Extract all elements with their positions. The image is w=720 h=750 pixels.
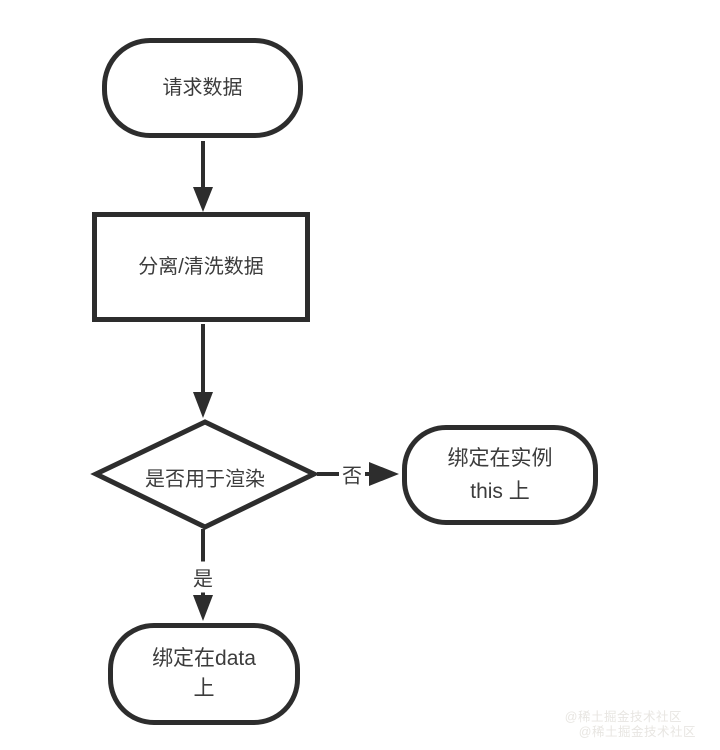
- decision-diamond-shape: [90, 419, 320, 530]
- watermark-line-1: @稀土掘金技术社区: [564, 710, 682, 724]
- edge-label-no: 否: [339, 458, 365, 490]
- node-clean-data-label: 分离/清洗数据: [138, 255, 264, 278]
- arrow-down-icon: [193, 187, 213, 212]
- edge-label-yes: 是: [190, 561, 216, 593]
- node-bind-this-label: 绑定在实例 this 上: [447, 446, 553, 503]
- node-request-data-label: 请求数据: [162, 76, 243, 99]
- watermark-line-2: @稀土掘金技术社区: [578, 725, 696, 739]
- node-bind-data: 绑定在data 上: [108, 623, 300, 725]
- node-bind-this: 绑定在实例 this 上: [402, 425, 598, 525]
- edge-clean-to-decision: [193, 324, 213, 418]
- node-request-data: 请求数据: [102, 38, 303, 138]
- arrow-right-icon: [369, 462, 399, 486]
- node-bind-data-label: 绑定在data 上: [152, 646, 256, 700]
- edge-request-to-clean: [193, 141, 213, 212]
- arrow-down-icon: [193, 392, 213, 418]
- node-clean-data: 分离/清洗数据: [92, 212, 310, 322]
- arrow-down-icon: [193, 595, 213, 621]
- node-decision-label: 是否用于渲染: [145, 468, 265, 491]
